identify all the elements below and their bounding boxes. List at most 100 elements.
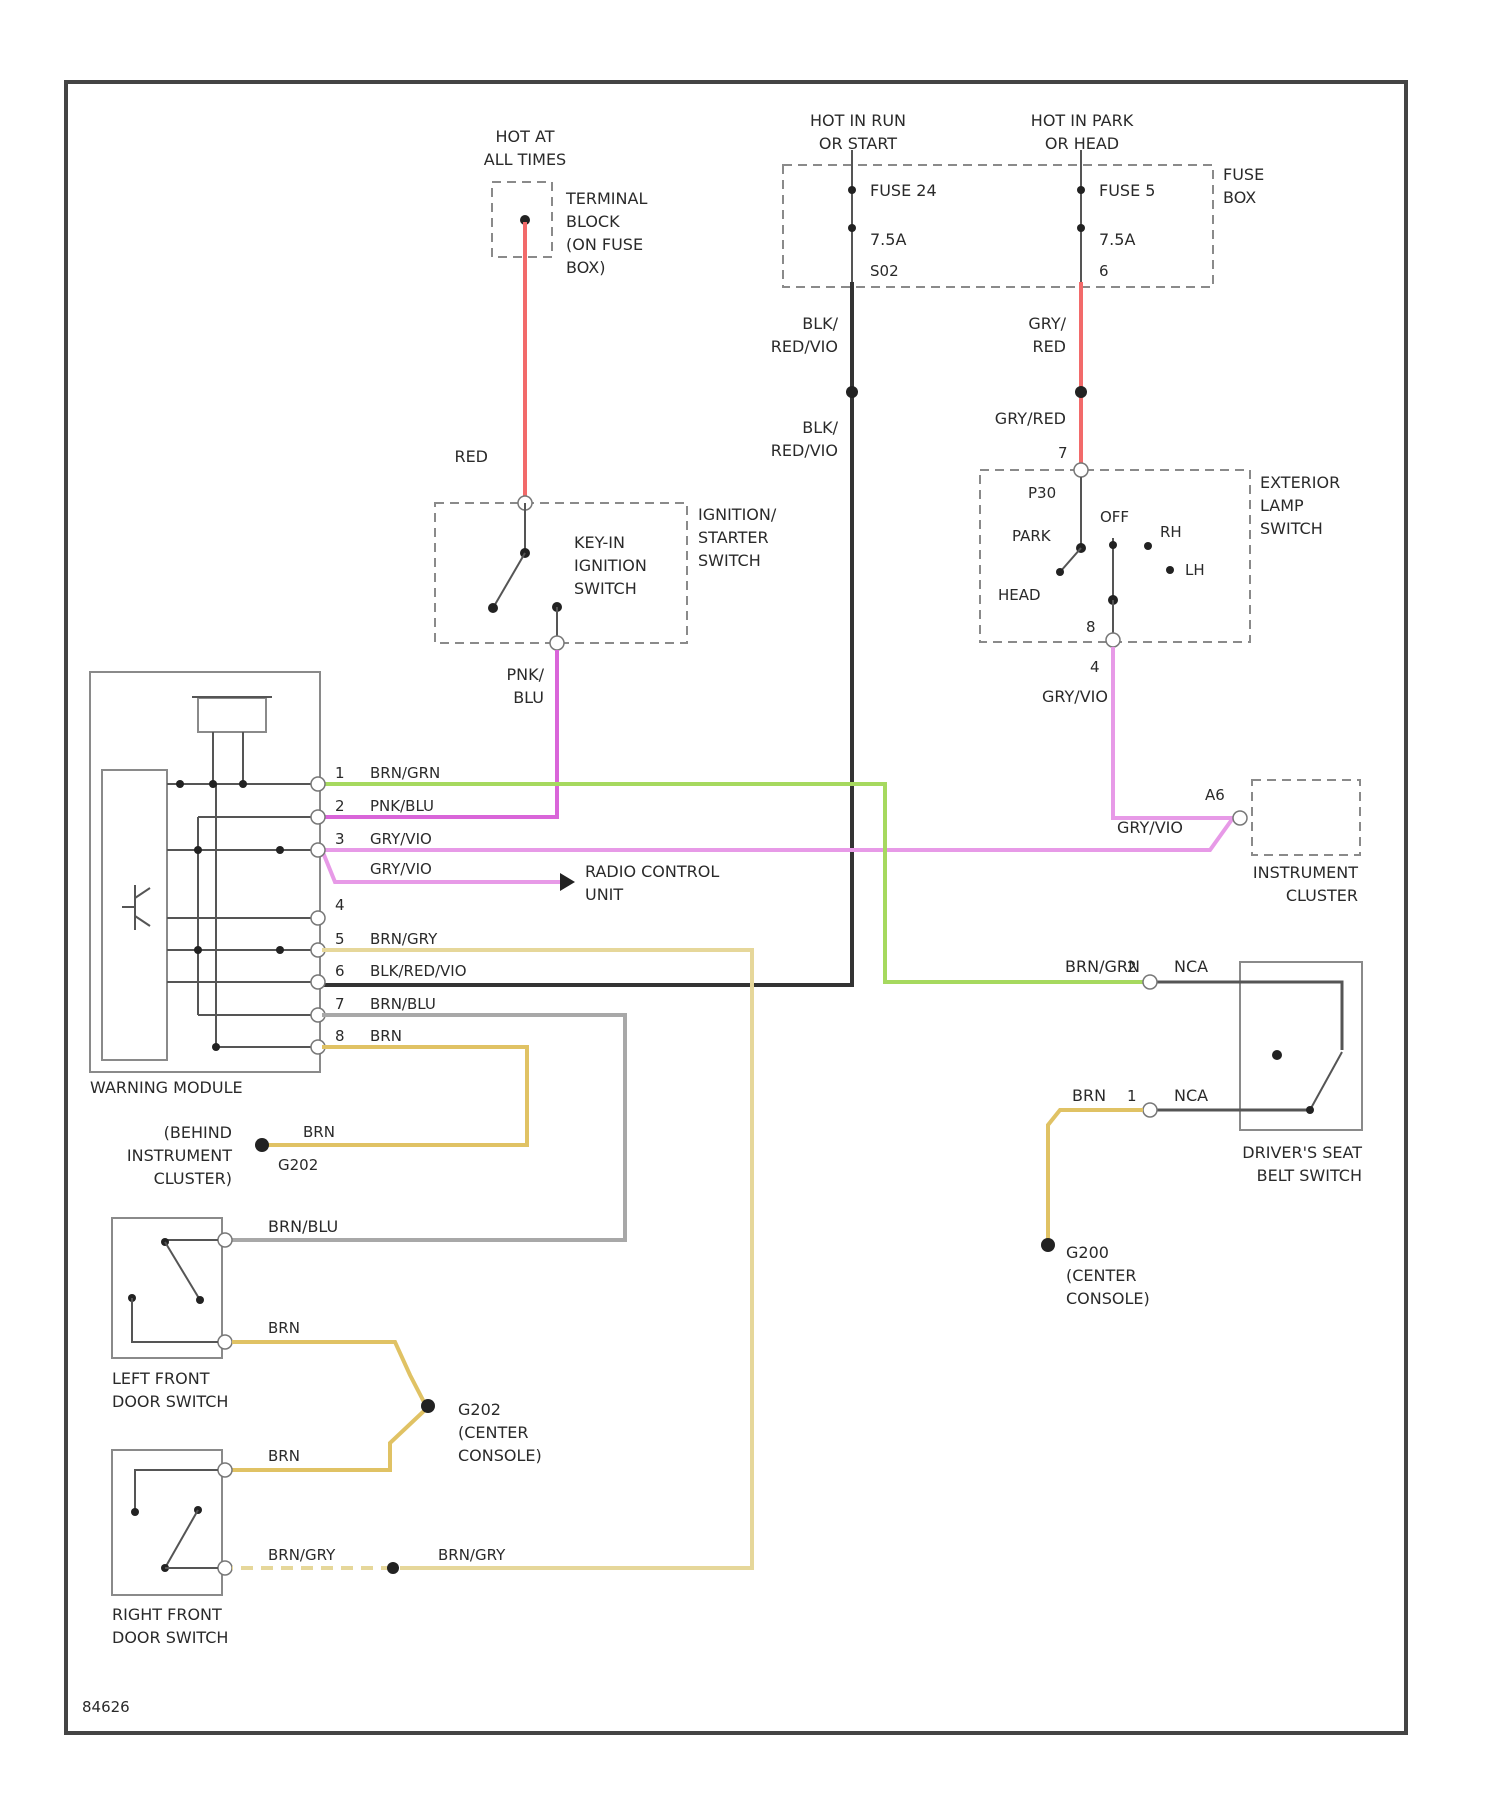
brn-seat-belt-label: BRN: [1072, 1086, 1106, 1105]
terminal-block-line3: (ON FUSE: [566, 235, 643, 254]
lfd-pin-top: [218, 1233, 232, 1247]
right-front-door-switch-label: RIGHT FRONT DOOR SWITCH: [112, 1605, 228, 1647]
lamp-switch-pin-7: 7: [1058, 444, 1068, 462]
behind-cluster-line3: CLUSTER): [154, 1169, 232, 1188]
lamp-switch-lh-contact: [1166, 566, 1174, 574]
g202-label: G202: [278, 1156, 318, 1174]
rfd-contact: [131, 1508, 139, 1516]
g202-center-line1: G202: [458, 1400, 501, 1419]
lfd-lead-bottom: [132, 1298, 218, 1342]
lfd-arm-end: [196, 1296, 204, 1304]
instrument-cluster-line1: INSTRUMENT: [1253, 863, 1358, 882]
seat-belt-switch-pivot: [1306, 1106, 1314, 1114]
module-wire-1: BRN/GRN: [370, 764, 440, 782]
fuse-box-line2: BOX: [1223, 188, 1256, 207]
hot-in-run-line2: OR START: [819, 134, 897, 153]
radio-control-line2: UNIT: [585, 885, 623, 904]
lamp-switch-off-contact: [1109, 541, 1117, 549]
pnk-blu-label: PNK/ BLU: [507, 665, 545, 707]
key-in-line1: KEY-IN: [574, 533, 625, 552]
module-wire-2: PNK/BLU: [370, 797, 434, 815]
hot-in-run-label: HOT IN RUN OR START: [810, 111, 906, 153]
module-pin-1: 1: [335, 764, 345, 782]
rfd-line2: DOOR SWITCH: [112, 1628, 228, 1647]
exterior-lamp-switch-box: [980, 470, 1250, 642]
hot-at-all-times-line1: HOT AT: [496, 127, 555, 146]
behind-cluster-line1: (BEHIND: [164, 1123, 232, 1142]
nca-label-lower: NCA: [1174, 1086, 1208, 1105]
brn-lfd-label: BRN: [268, 1319, 300, 1337]
fuse-5-pin: 6: [1099, 262, 1109, 280]
lfd-line2: DOOR SWITCH: [112, 1392, 228, 1411]
exterior-lamp-line2: LAMP: [1260, 496, 1304, 515]
lamp-switch-park: PARK: [1012, 527, 1052, 545]
gry-vio-wire-cluster: [322, 818, 1233, 850]
seat-belt-line2: BELT SWITCH: [1257, 1166, 1362, 1185]
lfd-pin-bottom: [218, 1335, 232, 1349]
module-internal-lines: [167, 784, 316, 1047]
module-pin-4: 4: [335, 896, 345, 914]
g202-center-line2: (CENTER: [458, 1423, 529, 1442]
module-wire-3: GRY/VIO: [370, 830, 432, 848]
brn-gry-label-2: BRN/GRY: [438, 1546, 506, 1564]
module-internal-dots: [176, 780, 284, 1051]
exterior-lamp-line1: EXTERIOR: [1260, 473, 1340, 492]
brn-wire-seat-belt: [1048, 1110, 1143, 1242]
fuse-5-mid-dot: [1077, 224, 1085, 232]
key-in-line2: IGNITION: [574, 556, 647, 575]
g200-line1: G200: [1066, 1243, 1109, 1262]
module-pin-3: 3: [335, 830, 345, 848]
rfd-arm: [165, 1510, 198, 1568]
lamp-switch-top-pin: [1074, 463, 1088, 477]
fuse-24-top-dot: [848, 186, 856, 194]
blk-red-vio-splice: [846, 386, 858, 398]
terminal-block-line4: BOX): [566, 258, 605, 277]
module-wire-3b: GRY/VIO: [370, 860, 432, 878]
lamp-switch-bottom-pin: [1106, 633, 1120, 647]
lamp-switch-p30: P30: [1028, 484, 1056, 502]
blk-red-vio-label-1-line1: BLK/: [802, 314, 838, 333]
fuse-24-rating: 7.5A: [870, 230, 906, 249]
module-pin-numbers: 1 2 3 4 5 6 7 8: [335, 764, 345, 1045]
g202-center-ground-icon: [421, 1399, 435, 1413]
drivers-seat-belt-switch-label: DRIVER'S SEAT BELT SWITCH: [1242, 1143, 1362, 1185]
pnk-blu-line1: PNK/: [507, 665, 545, 684]
g200-line3: CONSOLE): [1066, 1289, 1150, 1308]
ignition-switch-arm: [493, 553, 525, 608]
hot-in-park-label: HOT IN PARK OR HEAD: [1031, 111, 1134, 153]
blk-red-vio-label-2: BLK/ RED/VIO: [771, 418, 839, 460]
fuse-5-label: FUSE 5: [1099, 181, 1155, 200]
pin-a6-label: A6: [1205, 786, 1225, 804]
exterior-lamp-switch-label: EXTERIOR LAMP SWITCH: [1260, 473, 1340, 538]
seat-belt-switch-arm: [1310, 1052, 1342, 1110]
module-wire-7: BRN/BLU: [370, 995, 436, 1013]
blk-red-vio-label-1: BLK/ RED/VIO: [771, 314, 839, 356]
lamp-switch-pin-4: 4: [1090, 658, 1100, 676]
g202-ground-icon: [255, 1138, 269, 1152]
seat-belt-pin-2: [1143, 975, 1157, 989]
warning-module-label: WARNING MODULE: [90, 1078, 243, 1097]
blk-red-vio-label-2-line2: RED/VIO: [771, 441, 838, 460]
lamp-switch-rh: RH: [1160, 523, 1182, 541]
g200-line2: (CENTER: [1066, 1266, 1137, 1285]
rfd-line1: RIGHT FRONT: [112, 1605, 222, 1624]
seat-belt-contact-dot: [1272, 1050, 1282, 1060]
module-pin-8: 8: [335, 1027, 345, 1045]
fuse-24-mid-dot: [848, 224, 856, 232]
lamp-switch-pin-8: 8: [1086, 618, 1096, 636]
rfd-pin-bottom: [218, 1561, 232, 1575]
g202-center-label: G202 (CENTER CONSOLE): [458, 1400, 542, 1465]
fuse-box-line1: FUSE: [1223, 165, 1264, 184]
instrument-cluster-line2: CLUSTER: [1286, 886, 1358, 905]
gry-red-label-1-line1: GRY/: [1028, 314, 1066, 333]
brn-gry-splice: [387, 1562, 399, 1574]
brn-rfd-label: BRN: [268, 1447, 300, 1465]
radio-control-unit-label: RADIO CONTROL UNIT: [585, 862, 719, 904]
fuse-box-label: FUSE BOX: [1223, 165, 1264, 207]
behind-instrument-cluster-label: (BEHIND INSTRUMENT CLUSTER): [127, 1123, 232, 1188]
seat-belt-nca-upper: [1150, 982, 1342, 1050]
module-wire-8: BRN: [370, 1027, 402, 1045]
hot-in-park-line1: HOT IN PARK: [1031, 111, 1134, 130]
fuse-5-rating: 7.5A: [1099, 230, 1135, 249]
